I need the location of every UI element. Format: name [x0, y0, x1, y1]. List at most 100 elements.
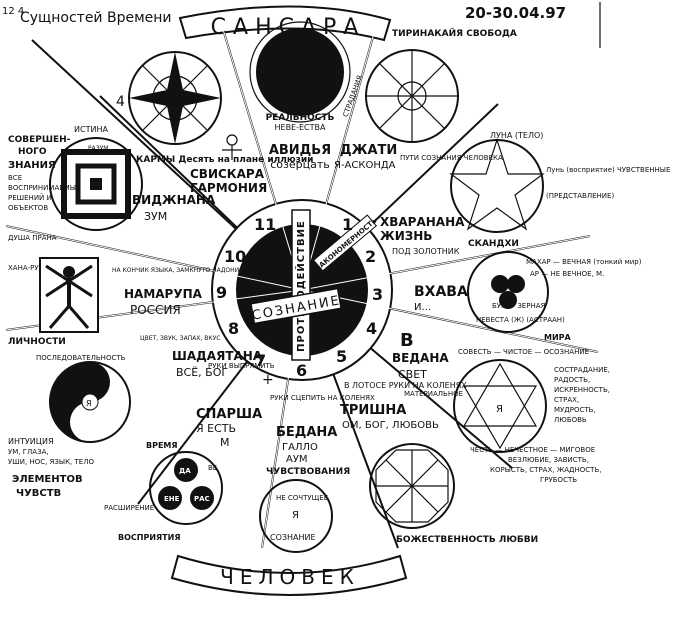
vijnana-label: ВСЕ [8, 174, 22, 182]
bedana-inner1: НЕ СОЧТУЩЕЕ [276, 494, 328, 502]
bedana-title: БЕДАНА [276, 425, 337, 440]
sparsha-circle: ВРЕМЯ [146, 441, 178, 450]
cross-mark: + [262, 372, 274, 388]
namarupa-left2: ДУША ПРАНА [8, 234, 57, 242]
karma-title: СВИСКАРА [190, 167, 265, 181]
karma-subtitle: ГАРМОНИЯ [190, 181, 267, 195]
swirl-center: Я [86, 399, 92, 408]
bhava-l3: БУХ — ЗЕРНАЯ [492, 302, 545, 310]
vijnana-label: ЗНАНИЯ [8, 160, 56, 171]
octagon-icon [375, 449, 449, 523]
avidya-caption: РЕАЛЬНОСТЬ [266, 113, 335, 123]
vijnana-label: ОБЪЕКТОВ [8, 204, 48, 212]
vedana-quality: СОСТРАДАНИЕ, [554, 366, 610, 374]
vijnana-title: ВИДЖНАНА [132, 193, 216, 207]
nested-squares-circle-icon [49, 137, 143, 231]
sparsha-note: РУКИ ВЫПРЯМИТЬ [208, 362, 275, 370]
trinity-label: ДА [179, 467, 191, 475]
upadana-right2: (ПРЕДСТАВЛЕНИЕ) [546, 192, 614, 200]
chelovek-arc: ЧЕЛОВЕК [170, 554, 408, 596]
avidya-note: НЕВЕ-ЕСТВА [275, 123, 327, 132]
shadayatana-sense: УШИ, НОС, ЯЗЫК, ТЕЛО [8, 458, 94, 466]
sector-bhava: МАХАР — ВЕЧНАЯ (тонкий мир) АР — НЕ ВЕЧН… [414, 251, 642, 342]
bhava-title: ВХАВА [414, 284, 468, 300]
trishna-subtitle: ОМ, БОГ, ЛЮБОВЬ [342, 420, 439, 431]
namarupa-title: НАМАРУПА [124, 287, 203, 301]
ring-number: 2 [365, 247, 376, 266]
sparsha-subtitle: Я ЕСТЬ [196, 422, 236, 435]
vedana-vice: ЧЕСТЬ — НЕЧЕСТНОЕ — МИГОВОЕ [470, 446, 595, 454]
vedana-quality: ИСКРЕННОСТЬ, [554, 386, 610, 394]
upadana-extra: СКАНДХИ [468, 239, 519, 249]
nested-squares-icon [61, 149, 131, 219]
bedana-subtitle3: ЧУВСТВОВАНИЯ [266, 467, 350, 477]
law-bar [312, 214, 378, 272]
counteraction-bar [291, 209, 311, 361]
bedana-inner2: Я [292, 510, 299, 521]
trinity-dot-icon [174, 458, 198, 482]
namarupa-left3: ХАНА-РУПА [8, 264, 49, 272]
bedana-subtitle1: ГАЛЛО [282, 442, 318, 453]
consciousness-bar [250, 287, 342, 325]
ring-number: 10 [224, 247, 246, 266]
avidya-title: АВИДЬЯ [269, 143, 331, 158]
avidya-subtitle: созерцать [270, 158, 330, 171]
vijnana-top: ИСТИНА [74, 125, 108, 134]
bhava-l4: НЕВЕСТА (Ж) (АСТРААН) [476, 316, 565, 324]
karma-note: КАРМЫ Десять на плане иллюзии [136, 155, 313, 165]
vedana-quality: МУДРОСТЬ, [554, 406, 596, 414]
center-dividers [5, 25, 599, 549]
bhava-subtitle: И... [414, 302, 431, 313]
vedana-quality: СТРАХ, [554, 396, 579, 404]
sector-sparsha: РУКИ ВЫПРЯМИТЬ + СПАРША Я ЕСТЬ М ВРЕМЯ Д… [104, 362, 275, 542]
sparsha-subtitle2: М [220, 436, 230, 449]
header-title: Сущностей Времени [20, 10, 172, 26]
upadana-note: ПОД ЗОЛОТНИК [392, 247, 460, 256]
sector-jati: ТИРИНАКАЙЯ СВОБОДА СТРАДАНИЯ ДЖАТИ Я-АСК… [334, 27, 517, 171]
vijnana-subtitle: ЗУМ [144, 210, 167, 223]
vedana-subtitle: СВЕТ [398, 368, 427, 381]
vedana-left: МАТЕРИАЛЬНОЕ [404, 390, 463, 398]
vedana-quality: РАДОСТЬ, [554, 376, 590, 384]
upadana-subtitle: ЖИЗНЬ [380, 229, 432, 243]
vedana-top: СОВЕСТЬ — ЧИСТОЕ — ОСОЗНАНИЕ [458, 348, 589, 356]
namarupa-note: НА КОНЧИК ЯЗЫКА, ЗАМКНУТО ЛАДОНИ [112, 267, 239, 274]
triskelion-circle-icon [467, 251, 549, 333]
vedana-vice: КОРЫСТЬ, СТРАХ, ЖАДНОСТЬ, [490, 466, 601, 474]
swirl-icon [50, 362, 110, 442]
corner-marks: 12 4 [2, 6, 24, 17]
ring-number: 8 [228, 319, 239, 338]
upadana-ring: ЛУНА (ТЕЛО) [490, 131, 543, 140]
ring-number: 5 [336, 347, 347, 366]
jati-title: ДЖАТИ [340, 143, 397, 158]
trinity-label: ЕНЕ [164, 495, 180, 503]
sparsha-title: СПАРША [196, 407, 262, 422]
shadayatana-senses: ЧУВСТВ [16, 488, 61, 499]
trishna-note: В ЛОТОСЕ РУКИ НА КОЛЕНЯХ [344, 381, 467, 390]
chelovek-label: ЧЕЛОВЕК [220, 565, 360, 589]
bhava-l2: АР — НЕ ВЕЧНОЕ, М. [530, 270, 604, 278]
ring-number: 11 [254, 215, 276, 234]
hexagram-circle-icon [453, 359, 547, 453]
figure-icon [222, 134, 242, 160]
upadana-title: ХВАРАНАНА [380, 215, 465, 229]
bhava-tail: МИРА [544, 333, 572, 342]
trinity-label: РАС [194, 495, 210, 503]
vijnana-label: ВОСПРИНИМАЕМЫХ [8, 184, 81, 192]
shadayatana-sense: УМ, ГЛАЗА, [8, 448, 49, 456]
header-date: 20-30.04.97 [465, 4, 566, 22]
sector-shadayatana: ПОСЛЕДОВАТЕЛЬНОСТЬ ЦВЕТ, ЗВУК, ЗАПАХ, ВК… [8, 335, 263, 499]
star-icon [449, 138, 545, 231]
human-figure-icon [45, 264, 93, 329]
trishna-title: ТРИШНА [340, 403, 406, 418]
sector-upadana: ЛУНА (ТЕЛО) Лунь (восприятие) ЧУВСТВЕННЫ… [380, 131, 670, 256]
ring-number: 3 [372, 285, 383, 304]
bhava-l1: МАХАР — ВЕЧНАЯ (тонкий мир) [526, 258, 642, 266]
sparsha-left: РАСШИРЕНИЕ [104, 504, 154, 512]
hexagram-center: Я [496, 404, 503, 415]
vedana-quality: ЛЮБОВЬ [554, 416, 587, 424]
sector-namarupa: ДУША ПРАНА ХАНА-РУПА ЛИЧНОСТИ НА КОНЧИК … [8, 234, 239, 347]
sector-trishna: В ЛОТОСЕ РУКИ НА КОЛЕНЯХ ТРИШНА ОМ, БОГ,… [340, 381, 538, 545]
shadayatana-elements: ЭЛЕМЕНТОВ [12, 474, 83, 485]
shadayatana-title: ШАДАЯТАНА [172, 349, 263, 363]
